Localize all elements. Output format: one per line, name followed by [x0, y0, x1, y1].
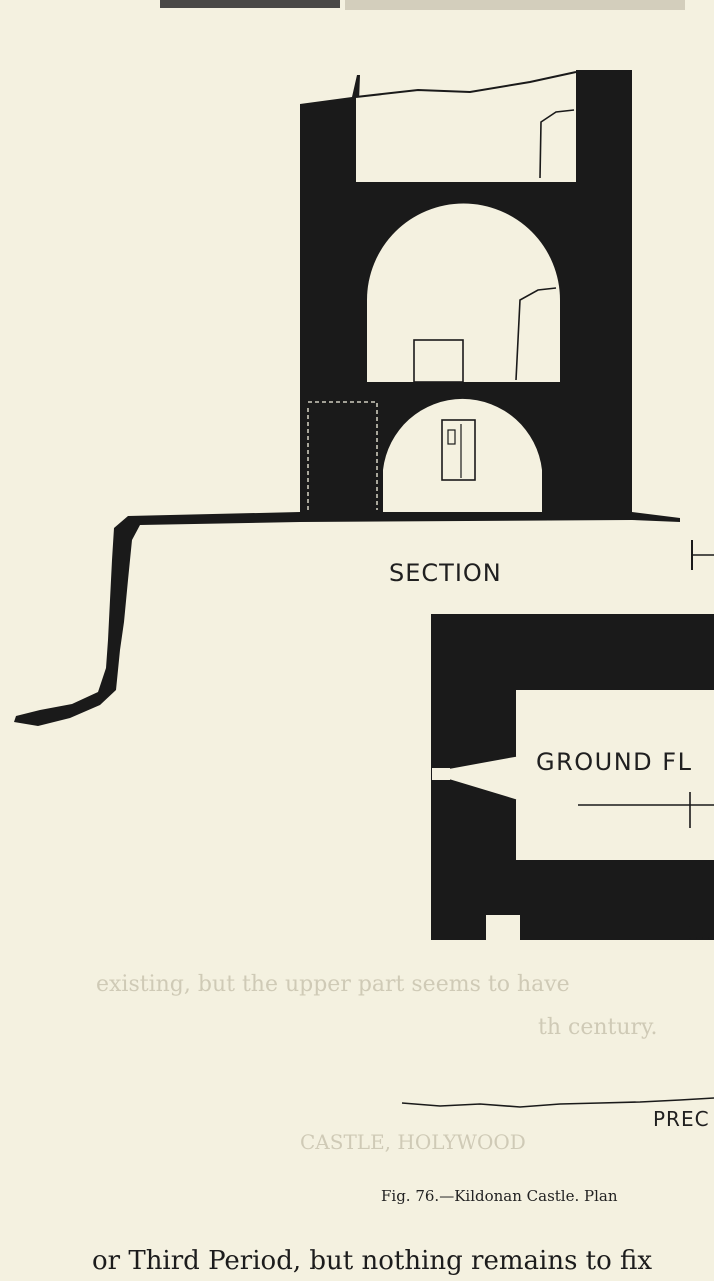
section-label: SECTION: [389, 559, 502, 587]
body-text-line: or Third Period, but nothing remains to …: [92, 1246, 653, 1276]
bleed-through-line-2: th century.: [538, 1015, 658, 1040]
section-tower: [300, 70, 632, 512]
ground-profile: [14, 512, 680, 726]
ground-floor-label: GROUND FL: [536, 748, 693, 776]
top-cutoff-text: [160, 0, 685, 10]
bleed-through-line-3: CASTLE, HOLYWOOD: [300, 1130, 526, 1154]
precinct-line: [401, 1097, 714, 1108]
figure-caption: Fig. 76.—Kildonan Castle. Plan: [381, 1187, 618, 1205]
precinct-label: PREC: [653, 1107, 710, 1131]
bleed-through-line-1: existing, but the upper part seems to ha…: [96, 972, 570, 997]
scale-marker-top: [691, 540, 714, 570]
ground-floor-plan: [431, 614, 714, 940]
